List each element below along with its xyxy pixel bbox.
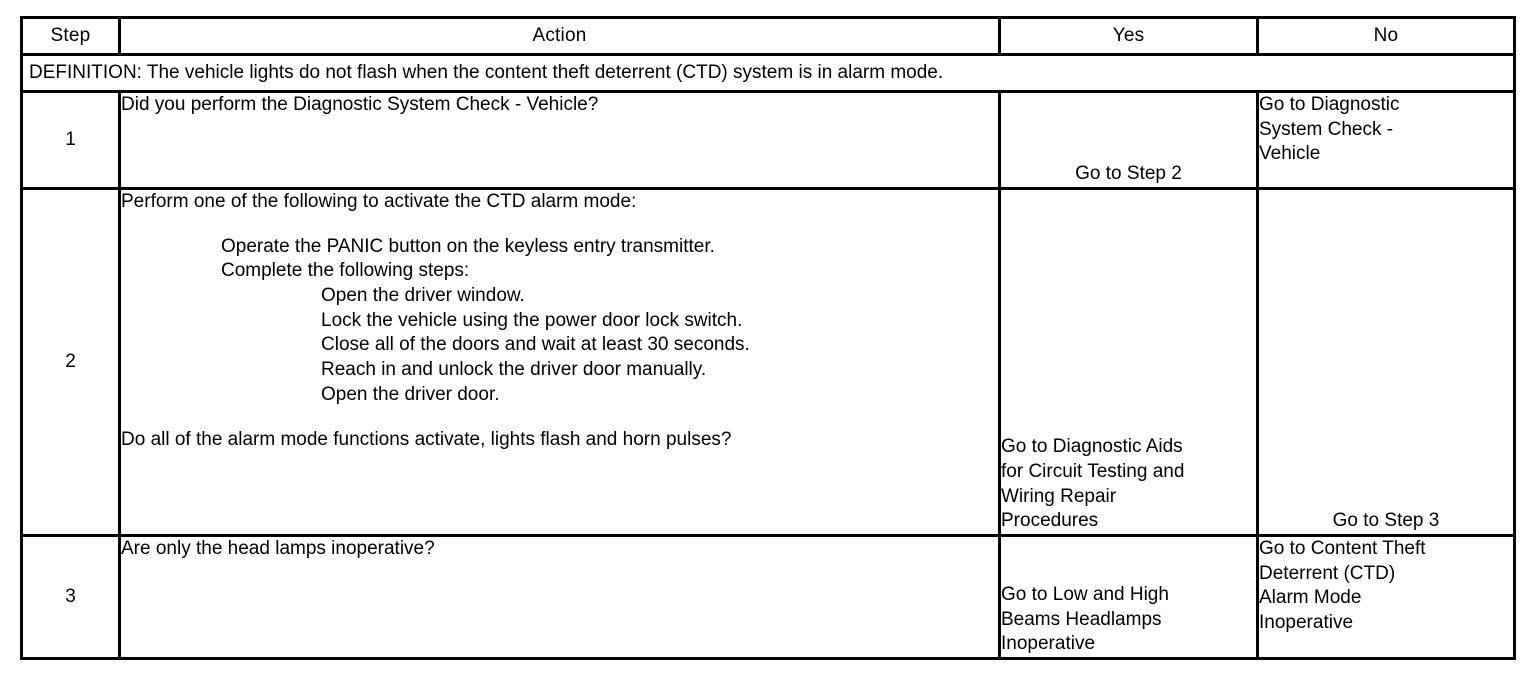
yes-result-line: Go to Step 2 [1075,163,1182,185]
action-line: Lock the vehicle using the power door lo… [321,309,743,331]
action-line: Do all of the alarm mode functions activ… [121,428,732,450]
step-number-cell: 1 [20,90,121,190]
no-result-line: System Check - [1259,118,1394,140]
no-result-line: Alarm Mode [1259,587,1362,609]
action-line: Reach in and unlock the driver door manu… [321,359,707,381]
step-number-cell: 3 [20,534,121,660]
no-result-line: Go to Diagnostic [1259,94,1400,115]
yes-result-cell: Go to Step 2 [998,90,1259,190]
step-number-cell: 2 [20,187,121,537]
action-line: Complete the following steps: [221,260,470,282]
column-header-step: Step [20,16,121,56]
no-result-cell: Go to Step 3 [1256,187,1516,537]
no-result-line: Go to Content Theft [1259,538,1426,559]
yes-result-line: Inoperative [1001,633,1096,655]
yes-result-line: Go to Diagnostic Aids [1001,436,1183,458]
no-result-line: Go to Step 3 [1332,510,1440,532]
no-result-line: Inoperative [1259,612,1354,634]
diagnostic-procedure-table: Step Action Yes No DEFINITION: The vehic… [20,16,1516,660]
action-line: Did you perform the Diagnostic System Ch… [121,94,599,115]
action-cell: Did you perform the Diagnostic System Ch… [118,90,1001,190]
no-result-line: Deterrent (CTD) [1259,562,1396,584]
yes-result-line: Procedures [1001,510,1099,532]
action-line: Are only the head lamps inoperative? [121,538,435,559]
table-header-row: Step Action Yes No [20,16,1516,56]
action-cell: Perform one of the following to activate… [118,187,1001,537]
action-cell: Are only the head lamps inoperative? [118,534,1001,660]
table-body: DEFINITION: The vehicle lights do not fl… [20,53,1516,660]
action-line: Close all of the doors and wait at least… [321,334,750,356]
action-spacer [121,215,998,235]
definition-text: DEFINITION: The vehicle lights do not fl… [29,61,944,83]
action-line: Open the driver window. [321,285,525,307]
column-header-no: No [1256,16,1516,56]
yes-result-line: Wiring Repair [1001,485,1117,507]
definition-row: DEFINITION: The vehicle lights do not fl… [20,53,1516,93]
yes-result-line: for Circuit Testing and [1001,460,1185,482]
action-spacer [121,408,998,428]
action-line: Perform one of the following to activate… [121,191,637,212]
column-header-yes: Yes [998,16,1259,56]
yes-result-line: Go to Low and High [1001,583,1169,605]
yes-result-line: Beams Headlamps [1001,608,1162,630]
action-line: Open the driver door. [321,383,500,405]
column-header-action: Action [118,16,1001,56]
definition-cell: DEFINITION: The vehicle lights do not fl… [20,53,1516,93]
no-result-line: Vehicle [1259,143,1321,165]
action-line: Operate the PANIC button on the keyless … [221,235,715,257]
